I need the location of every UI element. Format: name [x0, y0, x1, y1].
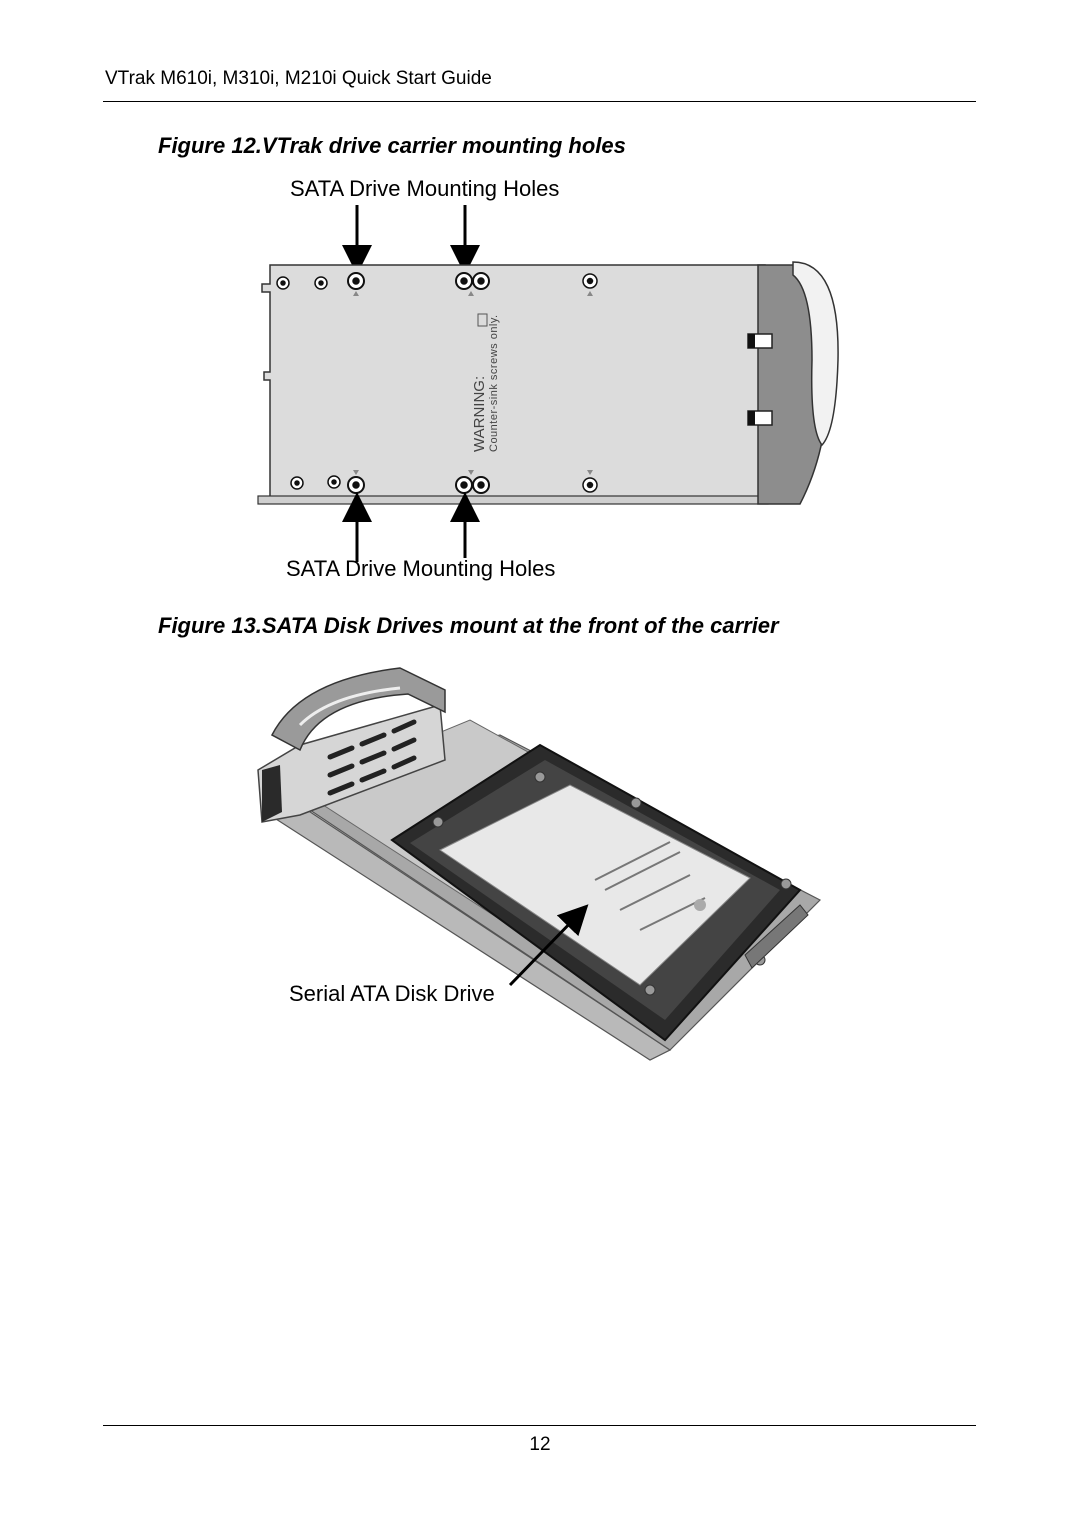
warning-title: WARNING: [471, 375, 488, 452]
callout-arrow [508, 904, 589, 987]
bottom-mounting-holes [290, 475, 598, 494]
top-mounting-holes [276, 272, 598, 290]
mounting-holes-label-top: SATA Drive Mounting Holes [290, 176, 560, 201]
carrier-plate [261, 264, 766, 499]
figure-12-caption: Figure 12.VTrak drive carrier mounting h… [158, 133, 626, 158]
figure-13-caption: Figure 13.SATA Disk Drives mount at the … [158, 613, 779, 638]
mounting-holes-label-bottom: SATA Drive Mounting Holes [286, 556, 556, 581]
warning-text: Counter-sink screws only. [488, 314, 500, 452]
footer-rule [103, 1425, 976, 1426]
page-number: 12 [529, 1434, 551, 1455]
running-header: VTrak M610i, M310i, M210i Quick Start Gu… [105, 68, 492, 89]
warning-icon [477, 313, 488, 327]
disk-drive-callout-label: Serial ATA Disk Drive [289, 981, 497, 1007]
header-rule [103, 101, 976, 102]
carrier-rail [257, 495, 769, 505]
drive-carrier-photo [228, 642, 850, 1072]
carrier-handle [792, 261, 839, 447]
warning-label: WARNING: Counter-sink screws only. [471, 314, 502, 452]
